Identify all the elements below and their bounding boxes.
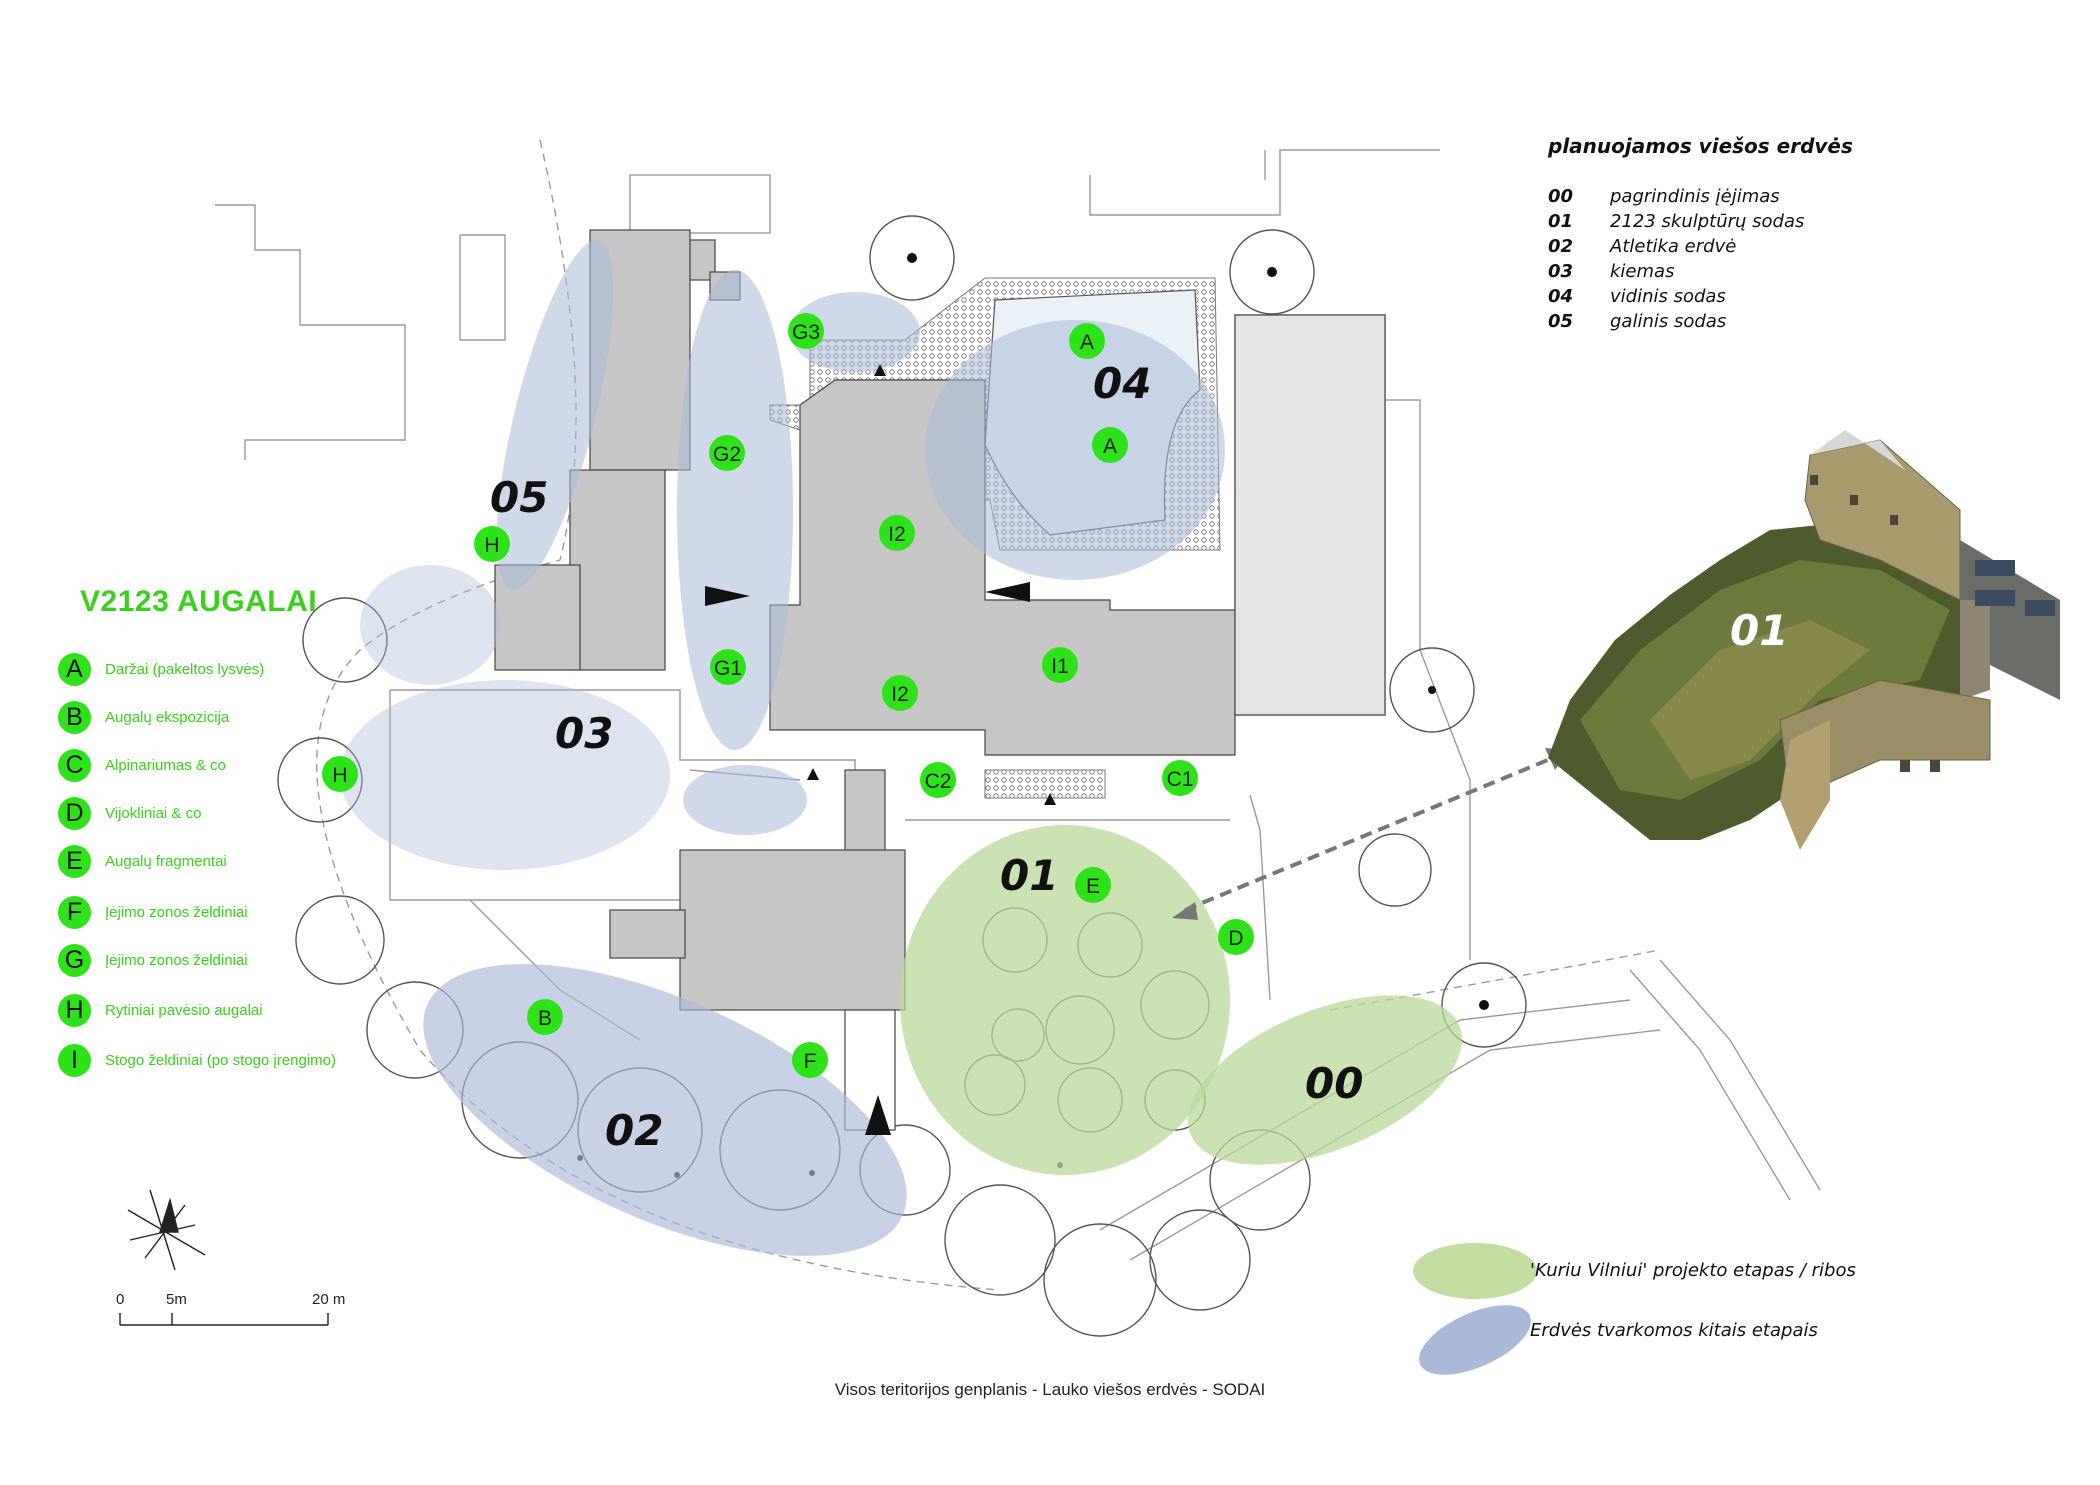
photo-connector-arrow [1172,748,1570,920]
photo-zone-label: 01 [1730,606,1789,655]
zone-label-03: 03 [555,709,613,758]
key-current-phase-swatch [1413,1243,1537,1299]
zone-labels: 00 01 02 03 04 05 [490,359,1363,1155]
marker-i2-1: I2 [879,515,915,551]
marker-g1: G1 [710,649,746,685]
marker-f: F [792,1042,828,1078]
svg-text:I2: I2 [888,523,906,546]
tree-trunks [577,253,1489,1178]
marker-i1: I1 [1042,647,1078,683]
svg-text:C1: C1 [1167,768,1194,791]
svg-text:B: B [538,1007,552,1030]
svg-text:I2: I2 [891,683,909,706]
marker-e: E [1075,867,1111,903]
svg-text:D: D [1228,927,1243,950]
current-phase-zones [900,825,1462,1175]
north-arrow-icon [127,1189,206,1271]
scale-label-zero: 0 [116,1291,125,1308]
marker-g2: G2 [709,435,745,471]
marker-a-2: A [1092,427,1128,463]
svg-text:F: F [804,1050,817,1073]
svg-text:G3: G3 [792,321,820,344]
key-future-phase-swatch [1419,1305,1531,1375]
key-future-phase-label: Erdvės tvarkomos kitais etapais [1530,1320,1818,1341]
marker-h-2: H [322,756,358,792]
svg-text:H: H [484,534,499,557]
marker-c2: C2 [920,762,956,798]
marker-c1: C1 [1162,760,1198,796]
future-phase-zones [340,240,1225,1256]
map-caption: Visos teritorijos genplanis - Lauko vieš… [834,1380,1266,1399]
marker-g3: G3 [788,313,824,349]
scale-bar [119,1313,329,1326]
zone-label-02: 02 [605,1106,663,1155]
svg-text:A: A [1080,331,1094,354]
marker-i2-2: I2 [882,675,918,711]
svg-text:G1: G1 [714,657,742,680]
key-current-phase-label: 'Kuriu Vilniui' projekto etapas / ribos [1530,1260,1856,1281]
svg-text:C2: C2 [925,770,952,793]
zone-label-04: 04 [1093,359,1151,408]
marker-a-1: A [1069,323,1105,359]
marker-b: B [527,999,563,1035]
garden-scan-photo [1548,430,2060,850]
svg-text:E: E [1086,875,1100,898]
zone-label-00: 00 [1305,1059,1363,1108]
svg-text:A: A [1103,435,1117,458]
svg-text:I1: I1 [1051,655,1069,678]
legend-title: V2123 AUGALAI [80,585,318,618]
scale-label-twenty: 20 m [312,1291,346,1308]
zone-label-05: 05 [490,473,548,522]
svg-text:H: H [332,764,347,787]
spaces-title: planuojamos viešos erdvės [1548,134,1853,158]
marker-d: D [1218,919,1254,955]
plant-markers: A A B C1 C2 D E F G1 G2 G3 H H I1 I2 I2 [322,313,1254,1078]
zone-label-01: 01 [1000,851,1058,900]
scale-label-five: 5m [166,1291,187,1308]
entrance-arrows [705,364,1056,1135]
svg-text:G2: G2 [713,443,741,466]
marker-h-1: H [474,526,510,562]
